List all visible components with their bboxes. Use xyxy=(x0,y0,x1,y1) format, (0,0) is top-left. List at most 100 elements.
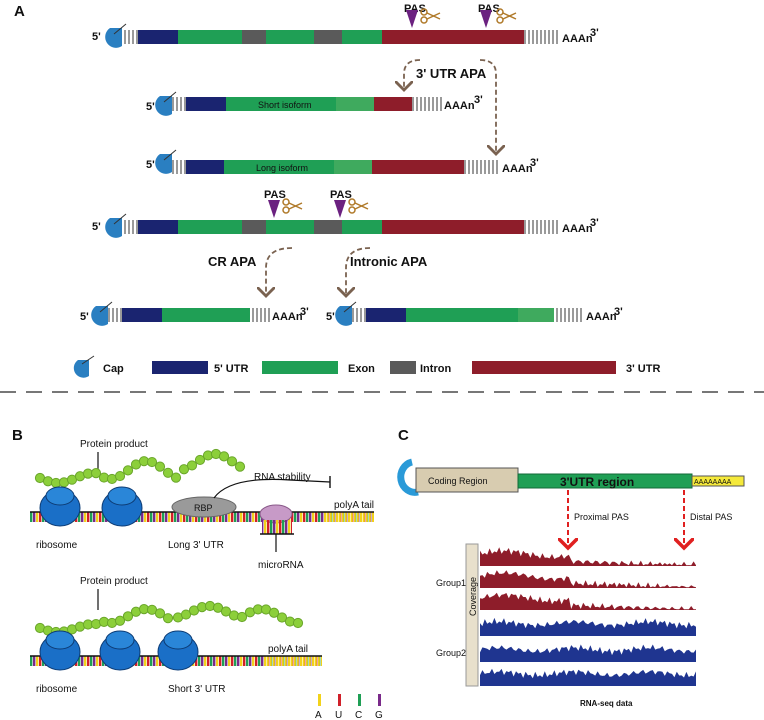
legend-utr3-label: 3' UTR xyxy=(626,363,660,375)
pas-marker-icon xyxy=(334,200,346,218)
polya-label: AAAn xyxy=(562,33,593,45)
polya-segment xyxy=(464,160,498,174)
panel-label-b: B xyxy=(12,427,23,444)
legend-cap-icon xyxy=(73,360,89,378)
exon-segment xyxy=(334,160,372,174)
scissors-icon xyxy=(420,8,441,24)
coverage-track xyxy=(480,592,696,610)
amino-acid-bead xyxy=(234,461,246,472)
utr5-segment xyxy=(366,308,406,322)
amino-acid-bead xyxy=(114,615,126,626)
utr5-segment xyxy=(186,97,226,111)
rnaseq-label: RNA-seq data xyxy=(580,699,633,708)
amino-acid-bead xyxy=(178,464,190,475)
polya-label: AAAn xyxy=(272,311,303,323)
polya-segment xyxy=(352,308,366,322)
amino-acid-bead xyxy=(218,451,230,462)
exon-segment xyxy=(162,308,222,322)
five-prime-label: 5' xyxy=(146,101,155,113)
polya-label: AAAn xyxy=(444,100,475,112)
exon-segment xyxy=(226,97,336,111)
cap-icon xyxy=(335,306,352,326)
ribosome-label: ribosome xyxy=(36,684,78,695)
pas-marker-icon xyxy=(406,10,418,28)
cap-icon xyxy=(105,28,122,48)
five-prime-label: 5' xyxy=(92,31,101,43)
nuc-a-label: A xyxy=(315,710,322,720)
exon-segment xyxy=(342,30,382,44)
polya-segment xyxy=(124,220,138,234)
scissors-icon xyxy=(348,198,369,214)
amino-acid-bead xyxy=(122,465,134,476)
intronic-apa-label: Intronic APA xyxy=(350,254,428,269)
five-prime-label: 5' xyxy=(146,159,155,171)
intron-segment xyxy=(314,30,342,44)
mrna-short-isoform: 5' Short isoform AAAn 3' xyxy=(146,91,483,116)
short-utr-label: Short 3' UTR xyxy=(168,684,225,695)
polya-tail-strand xyxy=(326,512,374,522)
intron-segment xyxy=(242,30,266,44)
short-isoform-label: Short isoform xyxy=(258,100,312,110)
panel-c-gene-model: Coding Region 3'UTR region AAAAAAAA Prox… xyxy=(397,458,745,548)
polya-label: AAAn xyxy=(562,223,593,235)
intronic-apa-arrow xyxy=(346,247,371,296)
five-prime-label: 5' xyxy=(326,311,335,323)
polya-segment xyxy=(524,220,560,234)
amino-acid-bead xyxy=(162,467,174,478)
amino-acid-bead xyxy=(90,467,102,479)
amino-acid-bead xyxy=(180,609,192,620)
rbp-icon xyxy=(171,496,237,518)
protein-product-label: Protein product xyxy=(80,439,148,450)
intron-segment xyxy=(314,220,342,234)
utr3-segment xyxy=(382,220,524,234)
five-prime-label: 5' xyxy=(92,221,101,233)
proximal-pas-label: Proximal PAS xyxy=(574,512,629,522)
utr5-segment xyxy=(186,160,224,174)
coding-region-box xyxy=(415,467,519,493)
legend-utr3-swatch xyxy=(472,361,616,374)
mrna-full-row4: 5' AAAn 3' PAS PAS xyxy=(92,189,599,238)
cap-icon xyxy=(155,96,172,116)
utr-apa-arrow-short xyxy=(404,59,421,90)
amino-acid-bead xyxy=(186,460,198,471)
coverage-track xyxy=(480,570,696,588)
protein-chain xyxy=(34,448,246,489)
pas-label: PAS xyxy=(264,189,286,201)
exon-segment xyxy=(178,30,242,44)
legend-exon-label: Exon xyxy=(348,363,375,375)
panel-b-short-utr-mrna: Protein product polyA tail ribosome Shor… xyxy=(30,576,322,695)
coverage-axis-bar xyxy=(465,543,479,687)
three-prime-label: 3' xyxy=(530,157,539,169)
exon-segment xyxy=(224,160,334,174)
legend-exon-swatch xyxy=(262,361,338,374)
polya-tail-strand xyxy=(264,656,322,666)
coverage-tracks xyxy=(480,547,696,686)
group2-label: Group2 xyxy=(436,648,466,658)
polya-label: AAAn xyxy=(586,311,617,323)
mrna-long-isoform: 5' Long isoform AAAn 3' xyxy=(146,149,539,175)
panel-label-c: C xyxy=(398,427,409,444)
legend-intron-swatch xyxy=(390,361,416,374)
scissors-icon xyxy=(496,8,517,24)
mrna-cr-apa-product: 5' AAAn 3' xyxy=(80,301,309,326)
panel-label-a: A xyxy=(14,3,25,20)
cap-icon xyxy=(105,218,122,238)
legend-intron-label: Intron xyxy=(420,363,451,375)
coverage-label: Coverage xyxy=(468,577,478,616)
pas-marker-icon xyxy=(268,200,280,218)
five-prime-label: 5' xyxy=(80,311,89,323)
ribosome-label: ribosome xyxy=(36,540,78,551)
polya-segment xyxy=(124,30,138,44)
polya-segment xyxy=(172,160,186,174)
three-prime-label: 3' xyxy=(614,306,623,318)
coverage-track xyxy=(480,668,696,686)
amino-acid-bead xyxy=(276,612,288,623)
long-isoform-label: Long isoform xyxy=(256,163,308,173)
nuc-u-label: U xyxy=(335,710,342,720)
exon-segment xyxy=(336,97,374,111)
legend-utr5-swatch xyxy=(152,361,208,374)
nucleotide-key: A U C G xyxy=(315,694,383,720)
rbp-label: RBP xyxy=(194,503,213,513)
utr5-segment xyxy=(138,220,178,234)
amino-acid-bead xyxy=(154,608,166,619)
